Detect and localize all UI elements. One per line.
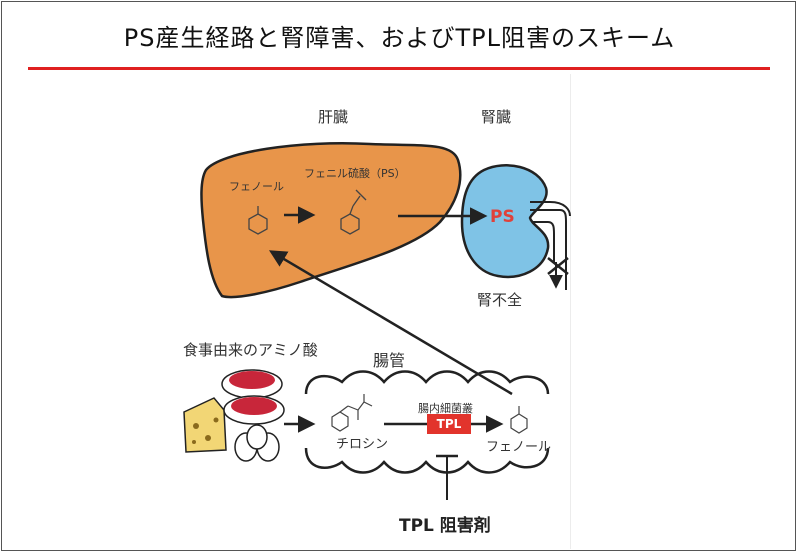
phenol-gut-label: フェノール bbox=[486, 440, 552, 455]
tyrosine-structure bbox=[331, 394, 373, 432]
dietary-amino-acids-label: 食事由来のアミノ酸 bbox=[183, 341, 318, 359]
egg-icon bbox=[234, 424, 280, 462]
ps-full-label: フェニル硫酸（PS） bbox=[304, 167, 406, 180]
divider-line bbox=[570, 74, 571, 549]
ureter-tube-inner bbox=[532, 221, 555, 262]
intestine-label: 腸管 bbox=[373, 351, 406, 370]
ureter-tube bbox=[530, 209, 567, 290]
slide-title: PS産生経路と腎障害、およびTPL阻害のスキーム bbox=[123, 24, 676, 52]
gut-bacteria-label: 腸内細菌叢 bbox=[418, 402, 473, 415]
ps-kidney-label: PS bbox=[490, 207, 515, 227]
ureter-top bbox=[530, 201, 571, 217]
ps-structure bbox=[340, 189, 367, 235]
tyrosine-label: チロシン bbox=[336, 437, 389, 452]
title-underline bbox=[28, 67, 770, 70]
phenol-structure-liver bbox=[248, 206, 268, 235]
phenol-liver-label: フェノール bbox=[229, 180, 284, 193]
tpl-inhibitor-label: TPL 阻害剤 bbox=[399, 516, 491, 536]
kidney-label: 腎臓 bbox=[481, 108, 512, 126]
kidney-shape bbox=[460, 164, 550, 279]
tpl-enzyme-box: TPL bbox=[427, 414, 471, 434]
renal-failure-label: 腎不全 bbox=[477, 291, 523, 309]
arrow-gut-to-liver bbox=[268, 250, 513, 396]
block-x-mark bbox=[547, 257, 569, 275]
liver-label: 肝臓 bbox=[318, 108, 349, 126]
intestine-shape bbox=[304, 370, 550, 474]
liver-shape bbox=[200, 141, 462, 299]
phenol-structure-gut bbox=[510, 406, 528, 434]
meat-icon bbox=[221, 369, 285, 425]
cheese-icon bbox=[183, 397, 227, 453]
